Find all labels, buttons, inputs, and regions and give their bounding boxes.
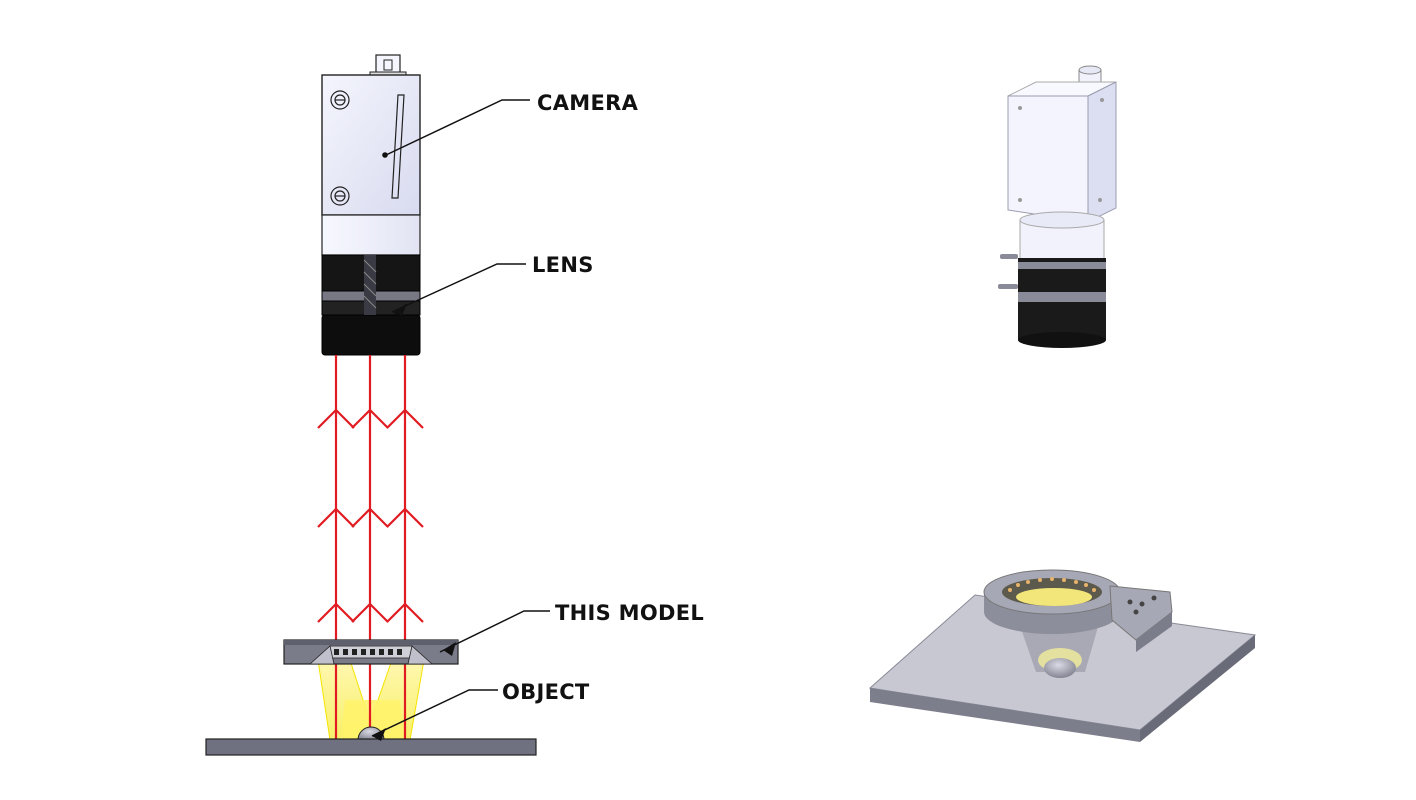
optical-ray-arrows <box>317 355 424 740</box>
isometric-ring-light-assembly <box>868 569 1257 742</box>
leader-arrowheads <box>372 303 456 741</box>
schematic-view: CAMERA LENS THIS MODEL OBJECT <box>205 54 704 756</box>
light-cones <box>317 659 425 742</box>
lens-barrel <box>321 254 421 356</box>
camera-label: CAMERA <box>537 91 639 115</box>
this-model-label: THIS MODEL <box>555 601 704 625</box>
camera-body <box>321 74 421 256</box>
object-label: OBJECT <box>502 680 590 704</box>
base-plate <box>205 738 537 756</box>
screw-icon <box>330 90 350 110</box>
leader-lines <box>371 99 550 737</box>
isometric-camera <box>998 65 1117 348</box>
ring-light-model <box>283 639 459 665</box>
camera-connector <box>369 54 407 77</box>
lens-label: LENS <box>532 253 594 277</box>
screw-icon <box>330 186 350 206</box>
led-ring <box>1008 577 1096 592</box>
